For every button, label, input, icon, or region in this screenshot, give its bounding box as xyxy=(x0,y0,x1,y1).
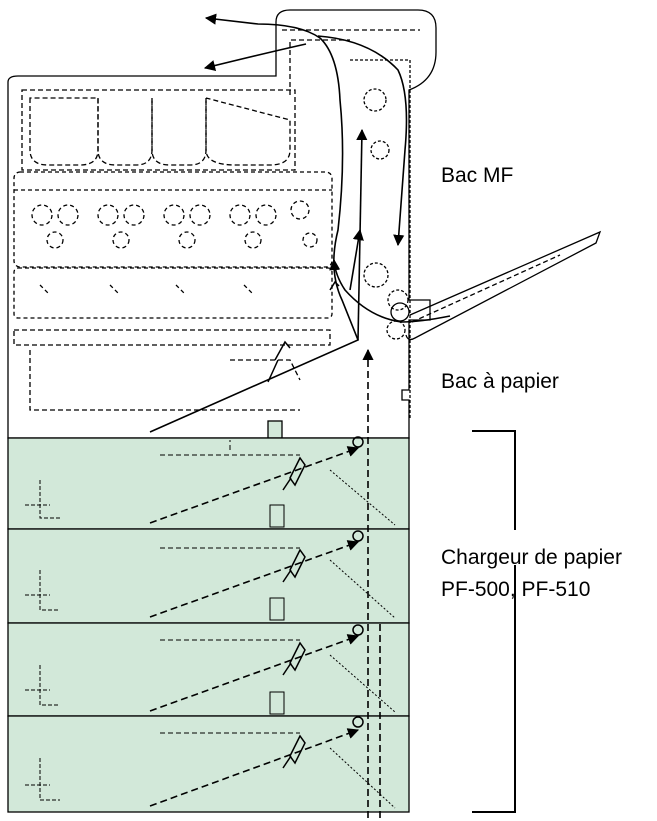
toner-cartridges xyxy=(21,89,296,171)
paper-path-dashed xyxy=(149,348,381,818)
paper-feeder-label-line1: Chargeur de papier xyxy=(441,546,622,569)
paper-feeders xyxy=(7,437,410,813)
mp-tray-label: Bac MF xyxy=(441,164,514,187)
paper-feeder-3 xyxy=(7,622,410,717)
mp-tray xyxy=(390,230,602,341)
transfer-belt xyxy=(13,267,333,319)
feeder-bracket xyxy=(472,430,516,813)
paper-feeder-4 xyxy=(7,715,410,813)
paper-tray-label: Bac à papier xyxy=(441,370,559,393)
drum-units xyxy=(13,171,333,268)
paper-feeder-label-line2: PF-500, PF-510 xyxy=(441,578,591,601)
paper-path-solid xyxy=(149,13,451,433)
paper-feeder-2 xyxy=(7,528,410,624)
printer-body xyxy=(7,9,437,439)
